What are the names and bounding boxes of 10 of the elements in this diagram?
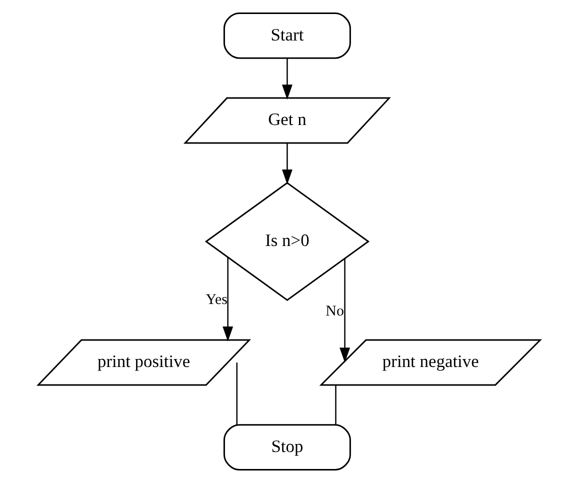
- connector: [236, 362, 238, 425]
- arrow: [281, 143, 292, 184]
- arrow: [339, 258, 350, 363]
- node-box: Stop: [222, 424, 350, 470]
- edge-label: Yes: [205, 292, 228, 308]
- arrow: [281, 58, 292, 100]
- arrow: [222, 257, 233, 342]
- connector: [334, 385, 336, 425]
- node-box: Start: [222, 12, 350, 59]
- edge-label: No: [325, 304, 344, 320]
